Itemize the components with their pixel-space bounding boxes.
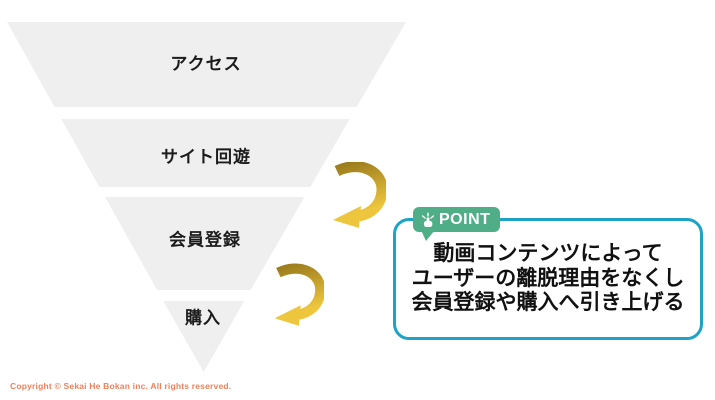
funnel-chart	[7, 22, 406, 372]
copyright-text: Copyright © Sekai He Bokan inc. All righ…	[10, 381, 232, 391]
point-badge: POINT	[413, 207, 501, 232]
curved-down-arrow-1	[333, 162, 386, 228]
point-badge-label: POINT	[439, 210, 491, 228]
funnel-tier-4-label: 購入	[185, 308, 221, 328]
funnel-tier-2-shape	[61, 119, 350, 187]
funnel-tier-4-shape	[163, 301, 245, 372]
curved-down-arrow-2	[274, 263, 324, 326]
point-badge-tail	[421, 230, 435, 241]
funnel-tier-3-shape	[105, 197, 305, 290]
funnel-tier-1-shape	[7, 22, 406, 107]
pointing-hand-icon	[421, 212, 435, 227]
funnel-tier-1-label: アクセス	[170, 54, 242, 74]
callout-line-2: ユーザーの離脱理由をなくし	[411, 266, 685, 290]
point-callout-box: 動画コンテンツによって ユーザーの離脱理由をなくし 会員登録や購入へ引き上げる	[393, 218, 703, 340]
callout-line-3: 会員登録や購入へ引き上げる	[411, 291, 685, 314]
funnel-tier-3-label: 会員登録	[169, 230, 241, 250]
callout-text: 動画コンテンツによって ユーザーの離脱理由をなくし 会員登録や購入へ引き上げる	[396, 242, 700, 316]
funnel-tier-2-label: サイト回遊	[161, 147, 251, 167]
callout-line-1: 動画コンテンツによって	[433, 242, 663, 265]
